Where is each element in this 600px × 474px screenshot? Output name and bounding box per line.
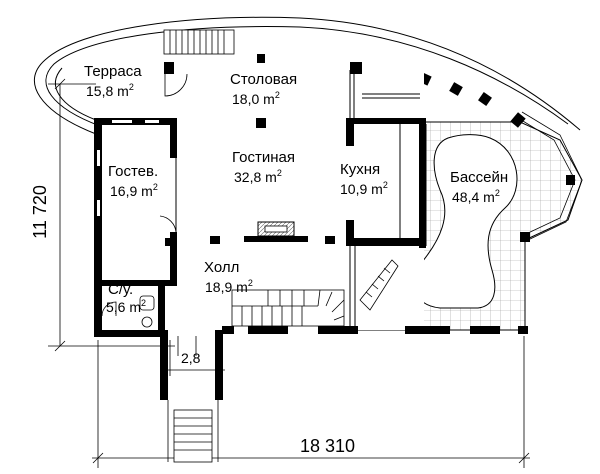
doors [101, 73, 197, 356]
bathroom-fixtures [139, 295, 155, 328]
terrace-name: Терраса [84, 63, 142, 80]
hall-staircase [231, 289, 345, 327]
terrace-area: 15,8 m2 [86, 82, 134, 99]
pool-name: Бассейн [450, 169, 508, 186]
kitchen-name: Кухня [340, 161, 380, 178]
pool-basin [413, 134, 518, 309]
pool-stairs [359, 259, 399, 311]
room-labels: Терраса 15,8 m2 Столовая 18,0 m2 Гостев.… [84, 63, 508, 315]
bathroom-name: С/у. [108, 281, 133, 298]
terrace-stairs [163, 29, 235, 55]
overall-height-dimension: 11 720 [30, 185, 50, 239]
partitions [175, 70, 427, 330]
hall-name: Холл [204, 259, 239, 276]
fireplace [257, 221, 295, 237]
hall-area: 18,9 m2 [205, 278, 253, 295]
pool-area: 48,4 m2 [452, 188, 500, 205]
guest-area: 16,9 m2 [110, 182, 158, 199]
entrance-stairs [167, 400, 219, 463]
bathroom-area: 5,6 m2 [106, 298, 146, 315]
dining-area: 18,0 m2 [232, 90, 280, 107]
overall-width-dimension: 18 310 [300, 436, 355, 456]
walls [94, 54, 528, 400]
vestibule-dimension: 2,8 [181, 350, 201, 366]
dimension-lines [48, 78, 530, 468]
dining-name: Столовая [230, 71, 297, 88]
guest-name: Гостев. [108, 163, 158, 180]
kitchen-area: 10,9 m2 [340, 180, 388, 197]
living-name: Гостиная [232, 149, 295, 166]
terrace-deck [34, 16, 581, 135]
pool-window-frame [517, 111, 583, 241]
living-area: 32,8 m2 [234, 168, 282, 185]
